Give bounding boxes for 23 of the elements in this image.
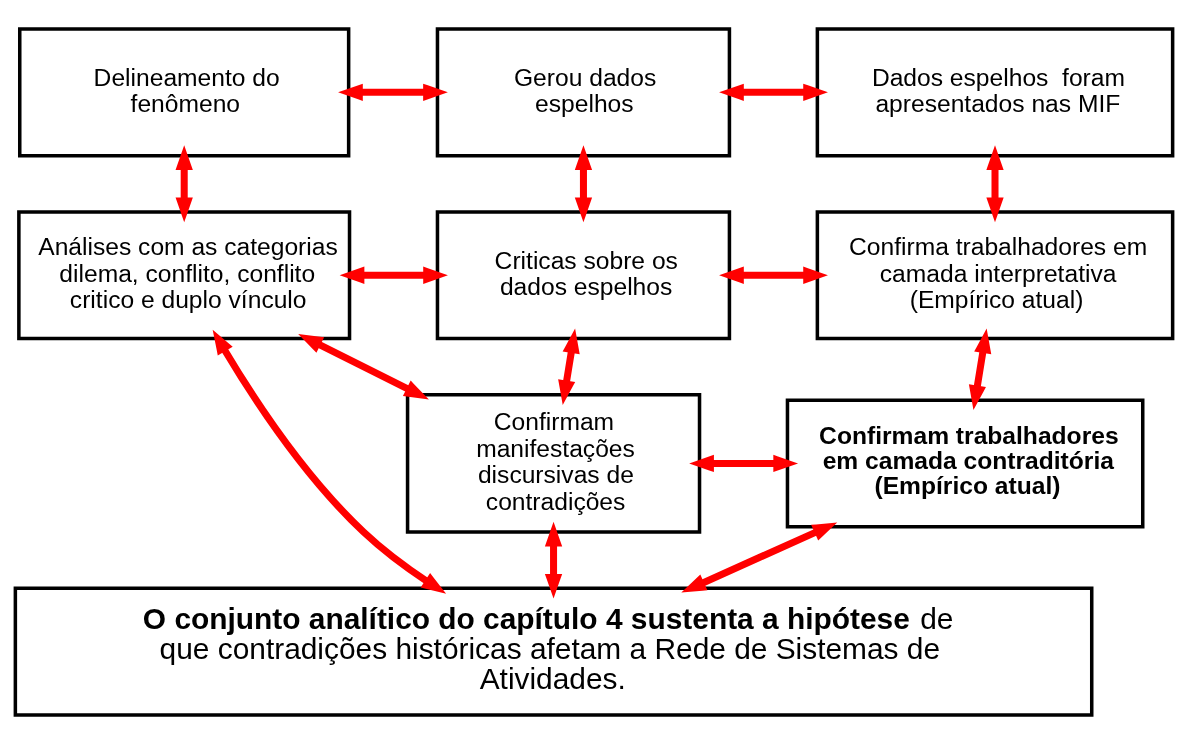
arrow <box>574 145 593 223</box>
arrow <box>298 334 429 400</box>
arrow <box>968 328 992 411</box>
node-box: Criticas sobre os dados espelhos <box>435 210 732 341</box>
arrow <box>212 329 447 594</box>
node-box: Confirmam manifestações discursivas de contradições <box>405 393 702 534</box>
node-box: Confirmam trabalhadores em camada contraditória (Empírico atual) <box>785 398 1145 529</box>
node-box: Análises com as categorias dilema, conflito, conflito critico e duplo vínculo <box>17 210 352 341</box>
arrow <box>681 522 838 593</box>
arrow <box>719 266 828 284</box>
node-box: Dados espelhos foram apresentados nas MIF <box>815 27 1175 158</box>
arrow <box>986 145 1004 223</box>
node-box: O conjunto analítico do capítulo 4 sustenta a hipótese de que contradições históricas afetam a Rede de Sistemas de Atividades. <box>13 586 1094 717</box>
arrow <box>719 83 828 101</box>
node-box: Gerou dados espelhos <box>435 27 732 158</box>
arrow <box>544 521 563 599</box>
node-box: Confirma trabalhadores em camada interpretativa (Empírico atual) <box>815 210 1175 341</box>
arrow <box>339 266 448 284</box>
arrow <box>558 328 580 405</box>
arrow <box>175 145 193 223</box>
arrow <box>338 83 448 101</box>
node-box: Delineamento do fenômeno <box>18 27 351 158</box>
arrow <box>689 454 799 473</box>
